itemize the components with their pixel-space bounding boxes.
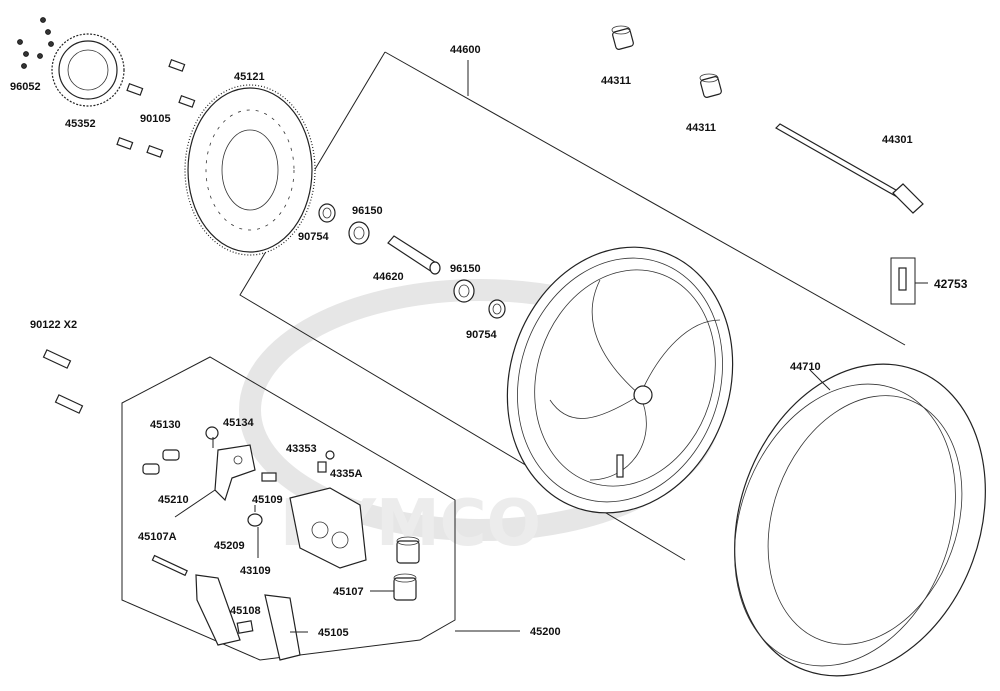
label-96150-a: 96150 [352, 205, 383, 217]
tone-ring [51, 33, 125, 107]
axle-44301 [775, 123, 924, 214]
label-45200: 45200 [530, 626, 561, 638]
label-43109: 43109 [240, 565, 271, 577]
spring-45109 [261, 472, 277, 482]
caliper-group-frame [121, 356, 456, 661]
label-90754-a: 90754 [298, 231, 329, 243]
label-44710: 44710 [790, 361, 821, 373]
bolts-90122 [42, 349, 84, 414]
brake-disc [184, 84, 316, 256]
label-45109: 45109 [252, 494, 283, 506]
label-42753: 42753 [934, 277, 968, 291]
bracket-45210 [214, 444, 256, 502]
label-44600: 44600 [450, 44, 481, 56]
leader-44710 [809, 369, 831, 391]
label-45107: 45107 [333, 586, 364, 598]
screws-96052 [17, 17, 54, 69]
label-45134: 45134 [223, 417, 254, 429]
bolts-90105 [116, 59, 196, 158]
label-96150-b: 96150 [450, 263, 481, 275]
spacer-44620 [387, 235, 441, 275]
bearing-96150-b [453, 279, 475, 303]
label-45130: 45130 [150, 419, 181, 431]
label-44301: 44301 [882, 134, 913, 146]
tire [734, 363, 986, 677]
label-90754-b: 90754 [466, 329, 497, 341]
label-45352: 45352 [65, 118, 96, 130]
label-44620: 44620 [373, 271, 404, 283]
valve-42753 [890, 257, 928, 305]
label-45107A: 45107A [138, 531, 177, 543]
screw-43353 [317, 450, 335, 473]
label-43353: 43353 [286, 443, 317, 455]
collar-44311-a [611, 25, 634, 50]
label-45209: 45209 [214, 540, 245, 552]
bearing-96150-a [348, 221, 370, 245]
seal-90754-a [318, 203, 336, 223]
assembly-frame-top [384, 51, 906, 346]
label-90105: 90105 [140, 113, 171, 125]
label-45210: 45210 [158, 494, 189, 506]
pistons-45107 [393, 536, 420, 601]
label-45121: 45121 [234, 71, 265, 83]
collar-44311-b [699, 73, 722, 98]
label-45105: 45105 [318, 627, 349, 639]
nut-45134 [205, 426, 219, 440]
caliper-body [289, 487, 367, 569]
label-96052: 96052 [10, 81, 41, 93]
bolts-45130 [142, 449, 180, 475]
label-44311-a: 44311 [601, 75, 631, 87]
seal-90754-b [488, 299, 506, 319]
boot-45209 [247, 513, 263, 527]
rim [506, 246, 734, 514]
label-45108: 45108 [230, 605, 261, 617]
shim-45108 [236, 620, 254, 634]
leader-45210 [174, 489, 216, 518]
label-90122: 90122 X2 [30, 319, 77, 331]
label-44311-b: 44311 [686, 122, 716, 134]
pin-45107A [151, 554, 188, 577]
label-4335A: 4335A [330, 468, 362, 480]
brake-pads-45105 [195, 574, 301, 661]
